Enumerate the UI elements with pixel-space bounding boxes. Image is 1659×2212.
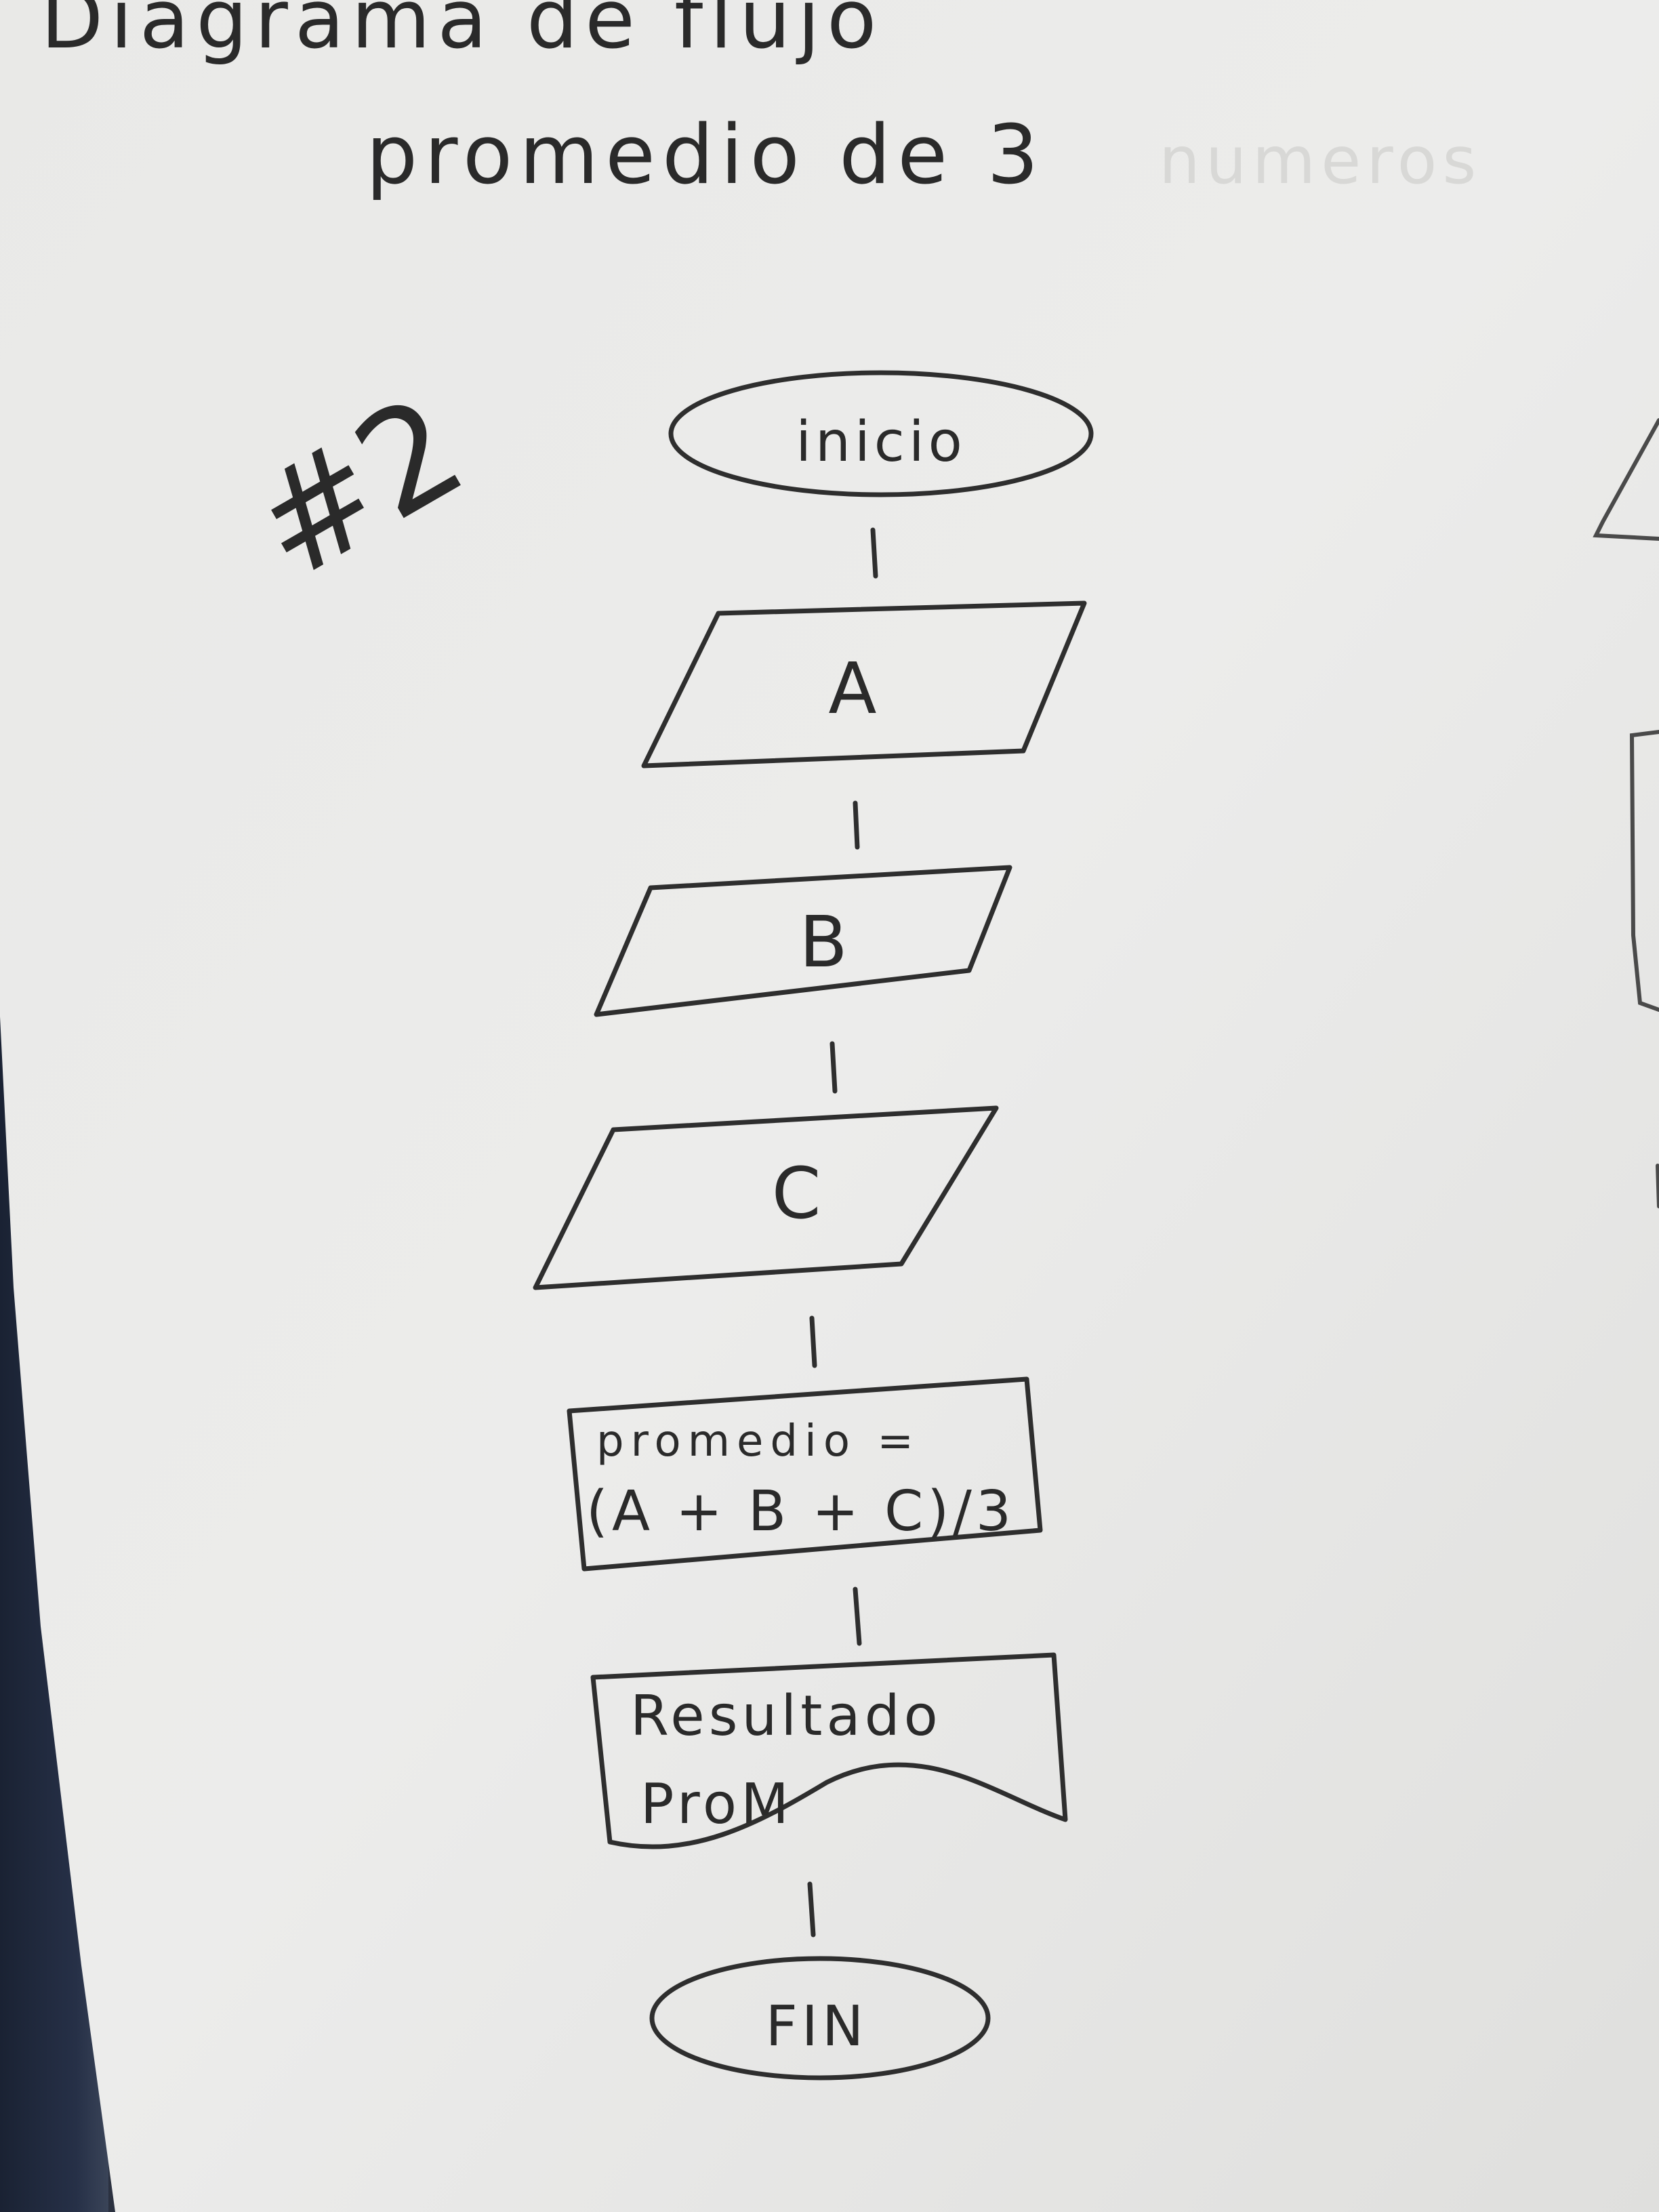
connector-1: [870, 527, 878, 579]
input-c-label: C: [772, 1152, 821, 1235]
input-a: [641, 600, 1087, 769]
cropped-shape-mid-right: [1629, 730, 1659, 1012]
diagram-subtitle: promedio de 3: [366, 108, 1046, 203]
connector-5: [853, 1586, 862, 1646]
end-label: FIN: [766, 1994, 868, 2059]
input-b: [594, 865, 1012, 1017]
output-line1: Resultado: [630, 1684, 942, 1748]
input-b-label: B: [799, 901, 847, 983]
output-line2: ProM: [640, 1772, 793, 1837]
process-line2: (A + B + C)/3: [586, 1479, 1015, 1544]
input-c: [533, 1105, 999, 1290]
output-document: [590, 1652, 1068, 1849]
cropped-shape-top-right: [1593, 418, 1659, 541]
connector-6: [807, 1881, 816, 1938]
diagram-subtitle-faded: numeros: [1159, 123, 1481, 199]
end-terminal: [649, 1956, 991, 2081]
connector-3: [830, 1041, 838, 1094]
diagram-title: Diagrama de flujo: [41, 0, 883, 67]
start-terminal: [668, 370, 1094, 497]
process-line1: promedio =: [596, 1416, 920, 1467]
input-a-label: A: [828, 647, 876, 730]
process-box: [567, 1376, 1043, 1572]
connector-4: [809, 1315, 817, 1368]
start-label: inicio: [796, 410, 966, 474]
connector-2: [853, 800, 860, 850]
